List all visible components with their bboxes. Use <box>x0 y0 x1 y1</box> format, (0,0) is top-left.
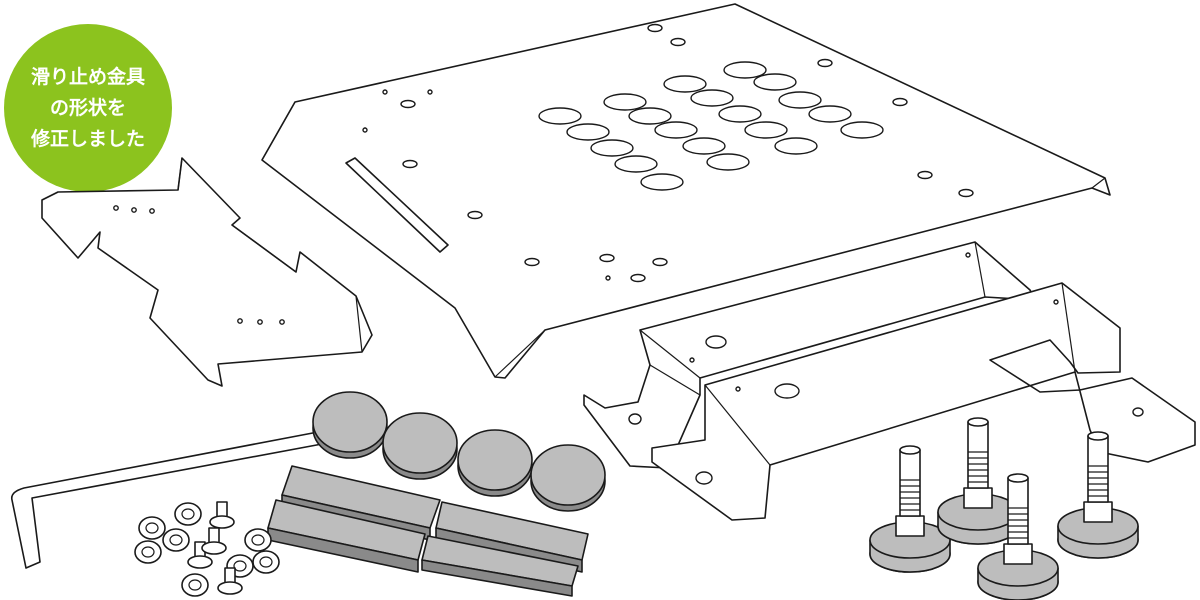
screw <box>134 540 162 564</box>
screw <box>201 527 227 555</box>
rubber-pad-icon <box>312 391 606 512</box>
screw <box>138 516 166 540</box>
hex-key-icon <box>10 431 323 569</box>
screw <box>217 567 243 595</box>
rubber-strip <box>267 499 426 573</box>
rubber-pad <box>530 444 606 512</box>
rubber-pad <box>312 391 388 459</box>
notice-line-1: 滑り止め金具 <box>30 65 145 88</box>
screw <box>162 528 190 552</box>
screw <box>252 550 280 574</box>
bracket-icon <box>651 282 1196 521</box>
screw <box>244 528 272 552</box>
screw-icon <box>134 501 280 597</box>
notice-badge: 滑り止め金具 の形状を 修正しました <box>4 24 172 192</box>
rubber-pad <box>457 429 533 497</box>
mounting-plate-icon <box>261 3 1111 379</box>
notice-line-3: 修正しました <box>30 127 145 150</box>
leveling-foot <box>869 445 951 573</box>
leveling-foot-icon <box>869 417 1139 600</box>
notice-line-2: の形状を <box>49 96 126 119</box>
leveling-foot <box>977 473 1059 600</box>
screw <box>174 502 202 526</box>
rubber-strip-icon <box>267 465 589 597</box>
leveling-foot <box>937 417 1019 545</box>
screw <box>181 573 209 597</box>
rubber-strip <box>421 535 579 597</box>
anti-slip-bracket-icon <box>41 157 373 387</box>
rubber-pad <box>382 412 458 480</box>
leveling-foot <box>1057 431 1139 559</box>
screw <box>209 501 235 529</box>
